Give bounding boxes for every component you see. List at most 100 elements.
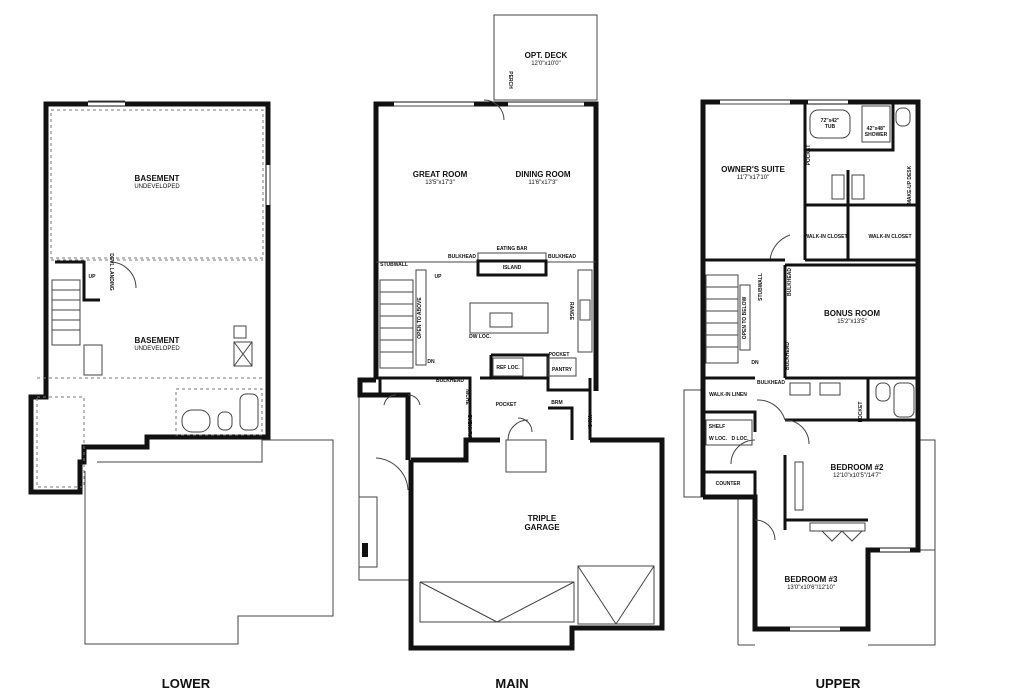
garage-entry-landing xyxy=(505,439,547,473)
garage-door-1 xyxy=(419,581,575,623)
lower-beam-post xyxy=(83,344,103,376)
bedroom2-label: BEDROOM #2 xyxy=(831,463,884,472)
pocket-label-mud: POCKET xyxy=(496,402,517,408)
lower-vanity xyxy=(181,409,211,433)
hall-bath-pocket-label: POCKET xyxy=(858,402,864,423)
lower-floor-plan: BASEMENT UNDEVELOPED BASEMENT UNDEVELOPE… xyxy=(28,100,334,691)
bonus-room-label: BONUS ROOM xyxy=(824,309,880,318)
washer-loc-label: W LOC. xyxy=(709,436,728,442)
lower-toilet xyxy=(217,411,233,431)
lower-door-swing xyxy=(109,261,137,289)
bedroom3-dims: 13'0"x10'6"/12'10" xyxy=(787,585,835,591)
pantry-box xyxy=(547,357,577,377)
bulkhead-label-right: BULKHEAD xyxy=(548,254,576,260)
tub-size: 72"x42" xyxy=(821,118,840,124)
walkin-closet-left: WALK-IN CLOSET xyxy=(804,234,847,240)
deck-label: OPT. DECK xyxy=(525,51,568,60)
brm-label: BRM xyxy=(551,400,562,406)
tub-icon xyxy=(809,109,851,139)
lower-exterior-wall xyxy=(28,101,271,495)
island-label: ISLAND xyxy=(503,265,522,271)
laundry-box xyxy=(705,419,753,446)
upper-floor-plan: OWNER'S SUITE 11'7"x17'10" 72"x42" TUB 4… xyxy=(683,99,936,691)
basement-upper-label: BASEMENT xyxy=(135,174,180,183)
range-label: RANGE xyxy=(568,302,574,321)
ref-loc-label: REF LOC. xyxy=(496,365,520,371)
basement-lower-label: BASEMENT xyxy=(135,336,180,345)
main-stair xyxy=(379,279,414,369)
stubwall-label: STUBWALL xyxy=(380,262,408,268)
sink-icon xyxy=(489,312,513,328)
dryer-loc-label: D LOC. xyxy=(732,436,750,442)
lower-stair xyxy=(51,279,81,346)
lower-landing-label: DEVL LANDING xyxy=(108,253,114,291)
owners-suite-dims: 11'7"x17'10" xyxy=(737,175,769,181)
bed2-closet xyxy=(794,461,804,511)
walkin-linen-label: WALK-IN LINEN xyxy=(709,392,747,398)
basement-lower-sub: UNDEVELOPED xyxy=(134,346,180,352)
lower-up-label: UP xyxy=(89,274,97,280)
great-room-label: GREAT ROOM xyxy=(413,170,468,179)
upper-roof-outline-right xyxy=(868,549,936,646)
bulkhead-label-vert: BULKHEAD xyxy=(468,414,474,442)
main-garage-wall xyxy=(408,437,665,651)
floor-title-lower: LOWER xyxy=(162,676,211,691)
counter-label: COUNTER xyxy=(716,481,741,487)
lower-dashed-cold xyxy=(36,396,85,488)
makeup-desk-label: MAKE-UP DESK xyxy=(907,165,913,204)
niche-label: NICHE xyxy=(464,389,470,405)
bedroom2-dims: 12'10"x10'5"/14'7" xyxy=(833,473,881,479)
lower-rough-in-bath xyxy=(175,388,263,436)
pantry-label: PANTRY xyxy=(552,367,573,373)
open-to-above-box xyxy=(415,269,427,366)
garage-sub: GARAGE xyxy=(524,523,560,532)
hall-bath-tub xyxy=(893,382,915,418)
lower-landing-wall xyxy=(55,260,100,302)
owner-door-swing xyxy=(769,234,791,261)
fridge-icon xyxy=(492,357,524,377)
main-interior-wall xyxy=(376,376,472,440)
lower-tub xyxy=(239,393,259,431)
main-dn-label: DN xyxy=(427,359,435,365)
perch-label: PERCH xyxy=(507,71,513,89)
eating-bar-label: EATING BAR xyxy=(497,246,528,252)
great-room-dims: 13'5"x17'3" xyxy=(425,180,455,186)
owners-suite-label: OWNER'S SUITE xyxy=(721,165,785,174)
main-garage-north xyxy=(411,437,500,463)
main-porch-outline xyxy=(358,395,410,581)
upper-bulkhead-label-top: BULKHEAD xyxy=(787,268,793,296)
shower-size: 42"x48" xyxy=(867,126,886,132)
lower-furnace xyxy=(233,325,247,339)
main-mud-wall xyxy=(357,377,411,460)
range-counter xyxy=(577,269,593,353)
main-up-label: UP xyxy=(435,274,443,280)
upper-dn-label: DN xyxy=(751,360,759,366)
walkin-closet-right: WALK-IN CLOSET xyxy=(868,234,911,240)
shelf-label: SHELF xyxy=(709,424,725,430)
tub-label: TUB xyxy=(825,124,836,130)
floor-title-main: MAIN xyxy=(495,676,528,691)
shower-label: SHOWER xyxy=(865,132,888,138)
deck-dims: 12'0"x10'0" xyxy=(531,61,561,67)
upper-stair xyxy=(705,274,739,364)
wic-label: W.I.C. xyxy=(586,415,592,429)
main-floor-plan: OPT. DECK 12'0"x10'0" PERCH GREAT ROOM 1… xyxy=(357,14,665,691)
ensuite-pocket-label: POCKET xyxy=(806,145,812,166)
garage-door-2 xyxy=(577,565,655,625)
dining-room-dims: 11'6"x17'3" xyxy=(528,180,557,186)
bonus-room-dims: 15'2"x13'5" xyxy=(837,319,867,325)
deck-door-swing xyxy=(483,99,505,121)
floor-title-upper: UPPER xyxy=(816,676,861,691)
main-bench-icon xyxy=(362,543,368,557)
open-to-above-label: OPEN TO ABOVE xyxy=(417,297,423,339)
island-counter xyxy=(476,259,548,277)
lower-outline-below xyxy=(84,439,334,645)
ensuite-toilet xyxy=(895,107,911,127)
upper-bulkhead-label-mid: BULKHEAD xyxy=(785,342,791,370)
vanity-right xyxy=(851,174,865,200)
deck-outline xyxy=(493,14,598,101)
upper-bulkhead-label-hall: BULKHEAD xyxy=(757,380,785,386)
dw-loc-label: DW LOC. xyxy=(469,334,491,340)
dining-room-label: DINING ROOM xyxy=(515,170,570,179)
